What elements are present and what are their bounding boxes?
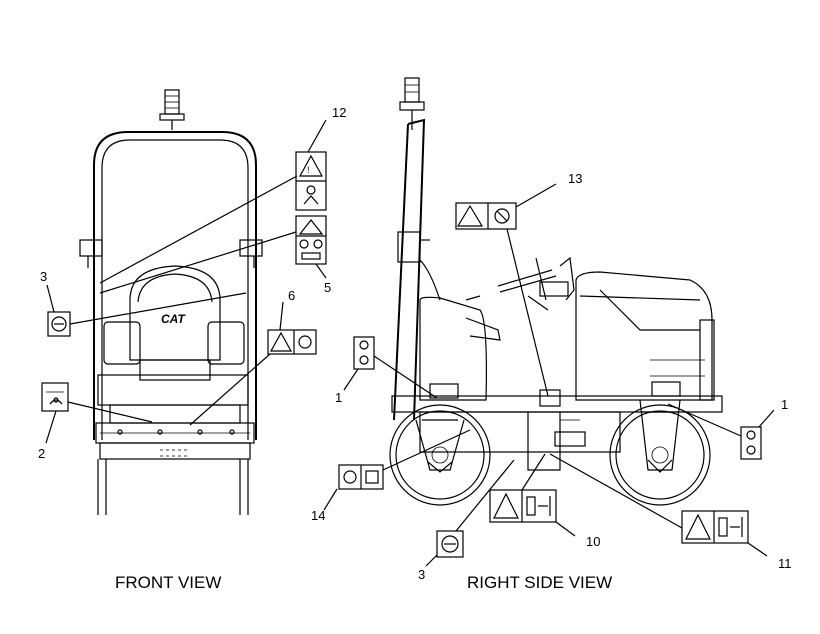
front-view-caption: FRONT VIEW bbox=[115, 573, 221, 592]
decal-10 bbox=[489, 489, 557, 523]
decal-5 bbox=[295, 215, 327, 265]
callout-side-14: 14 bbox=[311, 508, 325, 523]
svg-text:!: ! bbox=[307, 165, 310, 175]
decal-14 bbox=[338, 464, 384, 490]
decal-1-left bbox=[353, 336, 375, 370]
callout-side-13: 13 bbox=[568, 171, 582, 186]
callout-numbers: 12 5 6 3 2 13 1 1 14 3 10 11 bbox=[38, 105, 792, 582]
decal-11 bbox=[681, 510, 749, 544]
callout-side-3: 3 bbox=[418, 567, 425, 582]
decal-12: ! bbox=[295, 151, 327, 211]
right-side-view-caption: RIGHT SIDE VIEW bbox=[467, 573, 612, 592]
side-frame bbox=[391, 383, 723, 471]
callout-front-5: 5 bbox=[324, 280, 331, 295]
side-engine-hood bbox=[575, 271, 715, 401]
side-view-machine bbox=[389, 77, 723, 506]
side-rear-drum bbox=[389, 404, 491, 506]
front-seat: CAT bbox=[103, 265, 245, 381]
callout-side-1-right: 1 bbox=[781, 397, 788, 412]
leader-lines bbox=[45, 119, 775, 567]
decal-13 bbox=[455, 202, 517, 230]
callout-side-10: 10 bbox=[586, 534, 600, 549]
front-view-machine: CAT bbox=[79, 89, 263, 515]
seat-badge: CAT bbox=[161, 312, 186, 326]
callout-front-2: 2 bbox=[38, 446, 45, 461]
decal-1-right bbox=[740, 426, 762, 460]
side-seat bbox=[419, 259, 501, 401]
front-lower-body bbox=[95, 374, 255, 515]
decal-3-front bbox=[47, 311, 71, 337]
callout-side-11: 11 bbox=[778, 556, 792, 571]
decal-3-side bbox=[436, 530, 464, 558]
callout-front-3: 3 bbox=[40, 269, 47, 284]
callout-front-12: 12 bbox=[332, 105, 346, 120]
front-beacon bbox=[159, 89, 185, 130]
decal-6 bbox=[267, 329, 317, 355]
callout-front-6: 6 bbox=[288, 288, 295, 303]
callout-side-1-left: 1 bbox=[335, 390, 342, 405]
side-beacon bbox=[399, 77, 425, 130]
side-front-drum bbox=[609, 381, 711, 506]
front-rops-frame bbox=[79, 131, 263, 440]
decal-2-front bbox=[41, 382, 69, 412]
side-steering bbox=[497, 256, 575, 311]
side-rops-post bbox=[393, 118, 430, 421]
